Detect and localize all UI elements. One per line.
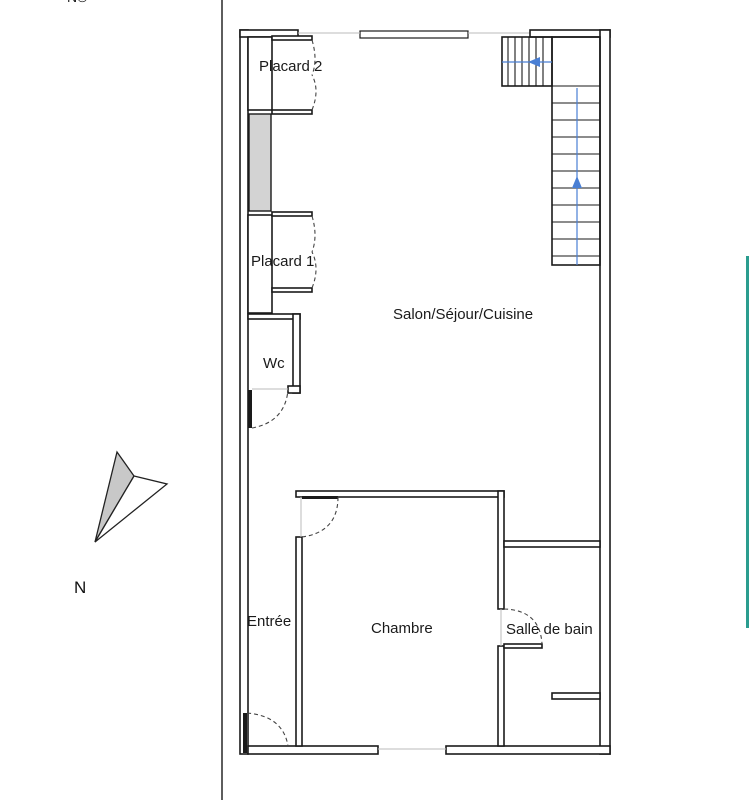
placard-2-shelf-bottom (271, 109, 313, 115)
interior-walls (243, 490, 601, 753)
chambre-right-wall-lower (497, 645, 505, 747)
placard-1-door-bottom-swing (311, 251, 317, 289)
label-salle-de-bain: Salle de bain (506, 621, 593, 638)
label-placard-2: Placard 2 (259, 58, 322, 75)
chambre-door-swing (301, 496, 339, 538)
closets (247, 35, 317, 314)
compass-needle-light (94, 475, 169, 543)
top-wall-right (529, 29, 611, 38)
wc-door-jamb (248, 390, 252, 428)
label-chambre: Chambre (371, 620, 433, 637)
closet-grey-block (248, 113, 272, 212)
placard-2-door-bottom-swing (311, 74, 317, 111)
stair-vertical-box (551, 36, 601, 266)
wc-bottom-wall (287, 385, 301, 394)
placard-1-inner-wall (247, 214, 273, 314)
wc-walls (247, 313, 301, 429)
bath-top-wall (503, 540, 601, 548)
label-placard-1: Placard 1 (251, 253, 314, 270)
label-salon: Salon/Séjour/Cuisine (393, 306, 533, 323)
stair-arrow-up-head (572, 176, 582, 188)
chambre-left-wall (295, 536, 303, 747)
top-cutoff-text: N© (67, 0, 88, 5)
placard-1-door-top-swing (311, 215, 316, 253)
label-wc: Wc (263, 355, 285, 372)
bottom-wall-right (445, 745, 611, 755)
entree-door-swing (246, 712, 289, 747)
room-labels: Placard 2 Placard 1 Wc Salon/Séjour/Cuis… (247, 58, 593, 638)
staircase (501, 36, 601, 266)
stair-arrow-left-head (528, 57, 540, 67)
right-wall (599, 29, 611, 755)
compass: N (74, 450, 169, 597)
bottom-wall-left (247, 745, 379, 755)
placard-1-shelf-top (271, 211, 313, 217)
placard-1-shelf-bottom (271, 287, 313, 293)
label-entree: Entrée (247, 613, 291, 630)
chambre-right-wall-upper (497, 490, 505, 610)
wc-right-wall (292, 313, 301, 394)
placard-2-door-top-swing (311, 39, 316, 76)
bath-partition (551, 692, 601, 700)
right-edge-accent (746, 256, 749, 628)
wc-door-swing (251, 389, 289, 429)
top-window (359, 30, 469, 39)
left-wall (239, 29, 249, 755)
placard-2-inner-wall (247, 36, 273, 111)
bath-door-swing (503, 608, 543, 645)
entree-door-jamb (243, 713, 247, 753)
compass-label: N (74, 578, 86, 597)
placard-2-shelf-top (271, 35, 313, 41)
bath-door-stop (503, 643, 543, 649)
